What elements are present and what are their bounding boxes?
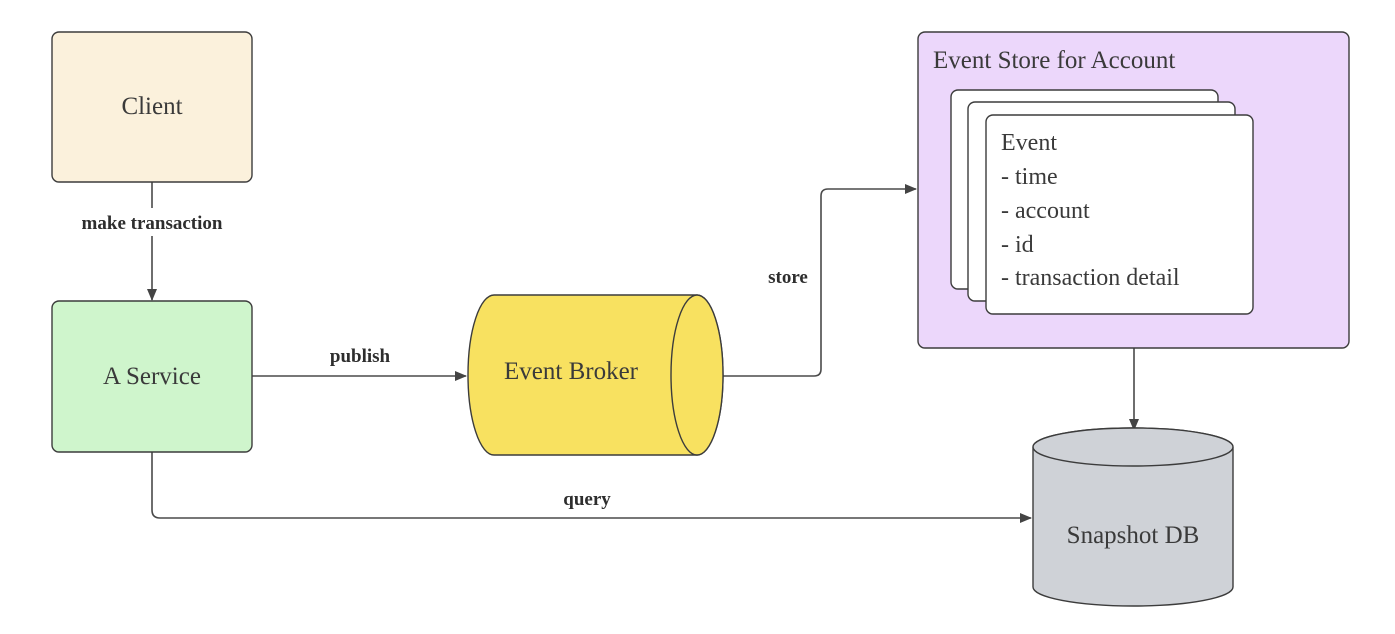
edge-label-bg xyxy=(64,208,240,236)
snapshot-db-top xyxy=(1032,427,1234,467)
client-label: Client xyxy=(121,93,182,120)
service-label: A Service xyxy=(103,363,201,390)
client-box xyxy=(51,31,253,183)
snapshot-db-node[interactable]: Snapshot DB xyxy=(1032,427,1234,607)
event-card-field-account: - account xyxy=(1001,198,1090,224)
edge-query-line xyxy=(151,452,1032,523)
edge-store-line xyxy=(722,184,917,377)
event-broker-cap xyxy=(670,294,724,456)
edge-publish: publish xyxy=(252,346,467,381)
edge-label-store: store xyxy=(768,267,808,288)
service-box xyxy=(51,300,253,453)
edge-label-query: query xyxy=(563,489,611,510)
event-store-node[interactable]: Event Store for Account Event - time - a… xyxy=(917,31,1350,349)
edge-label-make-transaction: make transaction xyxy=(82,213,223,234)
event-store-title: Event Store for Account xyxy=(933,47,1175,74)
service-node[interactable]: A Service xyxy=(51,300,253,453)
event-broker-node[interactable]: Event Broker xyxy=(467,294,724,456)
event-broker-label: Event Broker xyxy=(504,358,639,385)
event-card-field-time: - time xyxy=(1001,164,1058,190)
edge-label-publish: publish xyxy=(330,346,391,367)
event-card-front[interactable] xyxy=(985,114,1254,315)
client-node[interactable]: Client xyxy=(51,31,253,183)
edge-make-transaction: make transaction xyxy=(64,182,240,301)
edge-query: query xyxy=(151,452,1032,523)
event-card-title: Event xyxy=(1001,130,1057,156)
snapshot-db-label: Snapshot DB xyxy=(1067,522,1200,549)
edge-store: store xyxy=(722,184,917,377)
event-card-field-id: - id xyxy=(1001,232,1034,258)
event-card-field-transaction-detail: - transaction detail xyxy=(1001,265,1180,291)
